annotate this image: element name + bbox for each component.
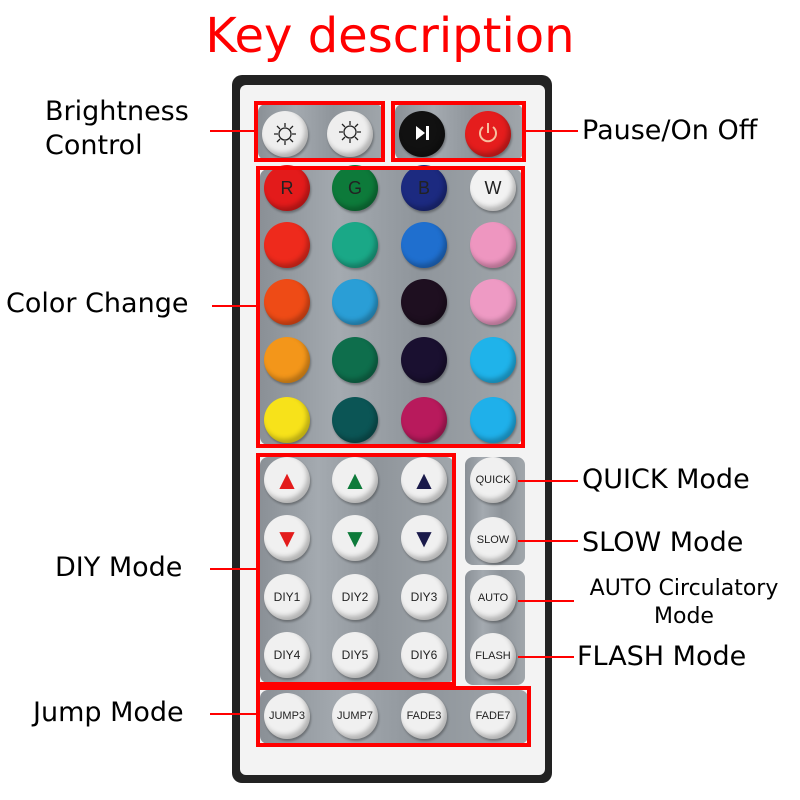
button-label: DIY3 — [410, 590, 438, 604]
power-button[interactable] — [465, 111, 511, 157]
button-label: DIY1 — [273, 590, 301, 604]
button-label: JUMP3 — [268, 710, 306, 722]
color-button[interactable]: R — [264, 165, 310, 211]
diy-down-button[interactable]: ▼ — [264, 515, 310, 561]
play-pause-icon — [412, 123, 432, 146]
button-label: FLASH — [475, 650, 511, 662]
color-button[interactable] — [401, 222, 447, 268]
jump-mode-label: Jump Mode — [33, 697, 184, 728]
button-label: FADE7 — [475, 710, 511, 722]
button-label: DIY5 — [341, 648, 369, 662]
button-label: DIY2 — [341, 590, 369, 604]
page-title: Key description — [205, 8, 575, 64]
button-label: G — [347, 177, 362, 198]
leader-line — [210, 713, 257, 715]
color-button[interactable] — [332, 397, 378, 443]
color-highlight — [256, 166, 525, 448]
power-icon — [475, 120, 501, 149]
leader-line — [526, 130, 578, 132]
button-label: ▼ — [274, 522, 300, 553]
button-label: R — [280, 177, 294, 198]
diy-up-button[interactable]: ▲ — [401, 457, 447, 503]
jump7-button[interactable]: JUMP7 — [332, 693, 378, 739]
leader-line — [210, 130, 256, 132]
quick-button[interactable]: QUICK — [470, 457, 516, 503]
button-label: ▼ — [342, 522, 368, 553]
color-button[interactable] — [470, 397, 516, 443]
color-button[interactable]: G — [332, 165, 378, 211]
pause-button[interactable] — [399, 111, 445, 157]
button-label: ▲ — [411, 464, 437, 495]
button-label: B — [417, 177, 430, 198]
brightness-highlight — [254, 101, 385, 162]
brightness-down-button[interactable] — [327, 111, 373, 157]
button-label: DIY4 — [273, 648, 301, 662]
color-button[interactable] — [470, 222, 516, 268]
diy-button[interactable]: DIY1 — [264, 574, 310, 620]
color-button[interactable] — [470, 279, 516, 325]
leader-line — [518, 656, 574, 658]
color-button[interactable] — [401, 397, 447, 443]
pause-on-off-label: Pause/On Off — [582, 115, 758, 146]
color-button[interactable] — [264, 222, 310, 268]
color-button[interactable] — [264, 397, 310, 443]
diy-button[interactable]: DIY6 — [401, 632, 447, 678]
button-label: ▲ — [342, 464, 368, 495]
color-button[interactable] — [264, 337, 310, 383]
button-label: SLOW — [476, 534, 510, 546]
diy-down-button[interactable]: ▼ — [401, 515, 447, 561]
color-button[interactable] — [332, 337, 378, 383]
color-button[interactable]: W — [470, 165, 516, 211]
jump-highlight — [256, 686, 531, 747]
button-label: JUMP7 — [336, 710, 374, 722]
diy-button[interactable]: DIY3 — [401, 574, 447, 620]
color-button[interactable] — [332, 279, 378, 325]
slow-button[interactable]: SLOW — [470, 517, 516, 563]
fade7-button[interactable]: FADE7 — [470, 693, 516, 739]
button-label: AUTO — [477, 592, 509, 604]
power-highlight — [391, 101, 526, 162]
button-label: FADE3 — [406, 710, 442, 722]
auto-button[interactable]: AUTO — [470, 575, 516, 621]
button-label: W — [484, 177, 502, 198]
diy-up-button[interactable]: ▲ — [332, 457, 378, 503]
color-button[interactable] — [332, 222, 378, 268]
leader-line — [518, 600, 574, 602]
color-button[interactable]: B — [401, 165, 447, 211]
button-label: DIY6 — [410, 648, 438, 662]
color-button[interactable] — [401, 337, 447, 383]
color-button[interactable] — [264, 279, 310, 325]
button-label: ▼ — [411, 522, 437, 553]
diy-button[interactable]: DIY2 — [332, 574, 378, 620]
leader-line — [212, 305, 257, 307]
brightness-down-icon — [337, 120, 363, 149]
fade3-button[interactable]: FADE3 — [401, 693, 447, 739]
leader-line — [210, 568, 257, 570]
flash-button[interactable]: FLASH — [470, 633, 516, 679]
brightness-up-icon — [272, 120, 298, 149]
color-change-label: Color Change — [6, 288, 189, 319]
flash-mode-label: FLASH Mode — [577, 641, 747, 672]
diy-button[interactable]: DIY4 — [264, 632, 310, 678]
quick-mode-label: QUICK Mode — [582, 464, 750, 495]
slow-mode-label: SLOW Mode — [582, 527, 744, 558]
diy-down-button[interactable]: ▼ — [332, 515, 378, 561]
button-label: ▲ — [274, 464, 300, 495]
diy-mode-label: DIY Mode — [55, 552, 183, 583]
leader-line — [518, 540, 578, 542]
jump3-button[interactable]: JUMP3 — [264, 693, 310, 739]
brightness-up-button[interactable] — [262, 111, 308, 157]
leader-line — [518, 480, 578, 482]
color-button[interactable] — [401, 279, 447, 325]
color-button[interactable] — [470, 337, 516, 383]
diy-highlight — [256, 453, 456, 686]
diy-up-button[interactable]: ▲ — [264, 457, 310, 503]
button-label: QUICK — [475, 474, 511, 486]
diy-button[interactable]: DIY5 — [332, 632, 378, 678]
